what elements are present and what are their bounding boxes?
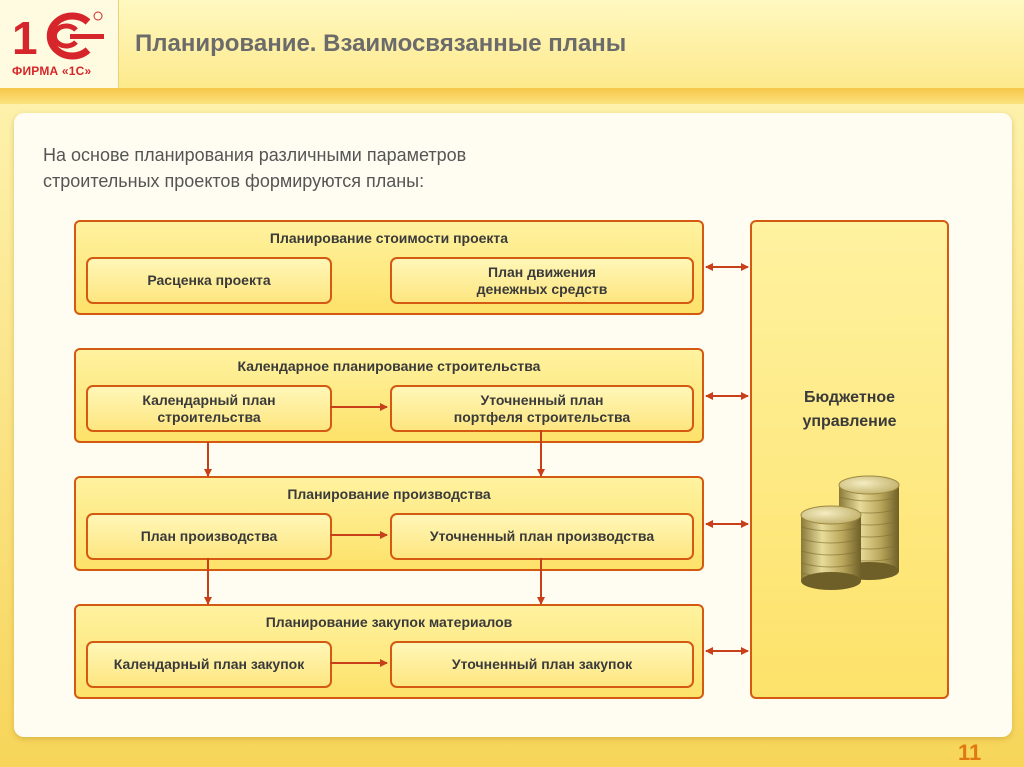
item-label: План производства (140, 528, 278, 544)
budget-management-box: Бюджетное управление (750, 220, 949, 699)
intro-line-2: строительных проектов формируются планы: (43, 171, 425, 191)
item-label: Уточненный план производства (429, 528, 655, 544)
item-label-line-2: портфеля строительства (453, 408, 631, 425)
item-label-line-1: План движения (488, 263, 596, 280)
item-label: Календарный план закупок (113, 656, 305, 672)
header-bar (0, 0, 1024, 92)
page-number: 11 (958, 740, 982, 765)
item-refined-procurement-plan: Уточненный план закупок (390, 641, 694, 688)
item-label-line-2: денежных средств (476, 280, 608, 297)
header-divider (0, 88, 1024, 104)
budget-label-line-1: Бюджетное (803, 389, 896, 406)
group-cost-planning: Планирование стоимости проекта Расценка … (74, 220, 704, 315)
item-construction-calendar-plan: Календарный план строительства (86, 385, 332, 432)
item-label-line-1: Уточненный план (480, 391, 604, 408)
item-procurement-calendar-plan: Календарный план закупок (86, 641, 332, 688)
svg-text:1: 1 (12, 12, 38, 62)
group-title: Планирование закупок материалов (265, 614, 513, 630)
logo-1c-icon: 1 (12, 11, 104, 62)
group-calendar-construction: Календарное планирование строительства К… (74, 348, 704, 443)
item-production-plan: План производства (86, 513, 332, 560)
budget-label: Бюджетное управление (752, 386, 947, 434)
page-title: Планирование. Взаимосвязанные планы (135, 30, 627, 57)
item-label: Уточненный план закупок (451, 656, 633, 672)
group-production-planning: Планирование производства План производс… (74, 476, 704, 571)
item-refined-production-plan: Уточненный план производства (390, 513, 694, 560)
item-project-estimate: Расценка проекта (86, 257, 332, 304)
intro-text: На основе планирования различными параме… (43, 142, 603, 194)
logo-text: ФИРМА «1С» (12, 64, 92, 78)
coins-icon (800, 475, 900, 590)
group-title: Планирование производства (287, 486, 491, 502)
group-materials-procurement: Планирование закупок материалов Календар… (74, 604, 704, 699)
group-title: Календарное планирование строительства (237, 358, 541, 374)
intro-line-1: На основе планирования различными параме… (43, 145, 467, 165)
group-title: Планирование стоимости проекта (269, 230, 509, 246)
item-label: Расценка проекта (147, 272, 271, 288)
item-label-line-2: строительства (157, 408, 261, 425)
logo: 1 ФИРМА «1С» (0, 0, 119, 88)
item-refined-portfolio-plan: Уточненный план портфеля строительства (390, 385, 694, 432)
item-cash-flow-plan: План движения денежных средств (390, 257, 694, 304)
item-label-line-1: Календарный план (142, 391, 276, 408)
budget-label-line-2: управление (802, 413, 897, 430)
